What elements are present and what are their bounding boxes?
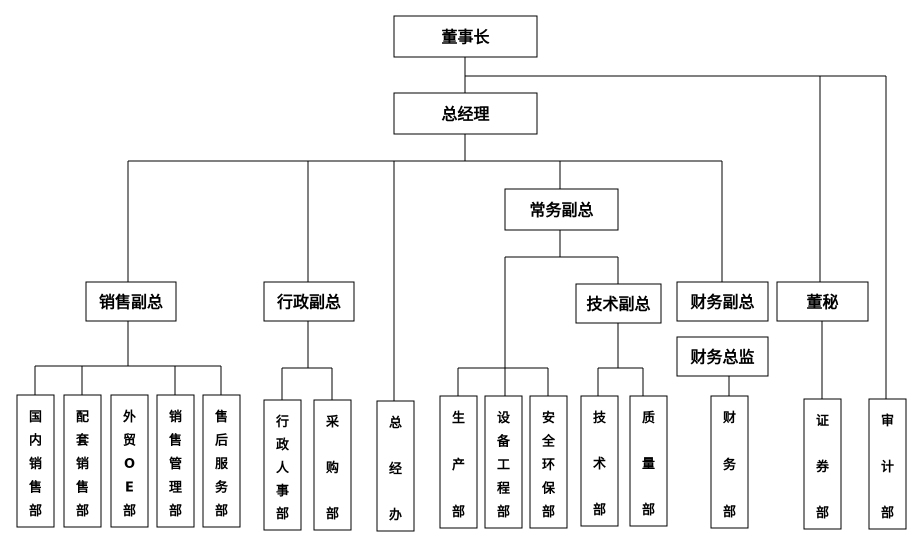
node-audit: 审计部 [868, 398, 907, 530]
node-box [156, 394, 195, 528]
node-label: 财务部 [723, 410, 737, 520]
node-label: 董秘 [806, 293, 838, 312]
node-box [676, 336, 769, 377]
node-finance-director: 财务总监 [676, 336, 769, 377]
node-box [263, 399, 302, 531]
node-sales-vp: 销售副总 [85, 281, 177, 322]
node-box [710, 395, 749, 529]
node-box [575, 283, 662, 324]
node-label: 质量部 [642, 410, 655, 518]
node-procurement: 采购部 [313, 399, 352, 531]
node-box [803, 398, 842, 530]
node-box [393, 15, 538, 58]
node-box [529, 395, 568, 529]
node-general-office: 总经办 [376, 400, 415, 532]
node-box [629, 395, 668, 527]
node-label: 财务总监 [689, 348, 754, 367]
node-box [868, 398, 907, 530]
node-board-secretary: 董秘 [776, 281, 869, 322]
node-box [376, 400, 415, 532]
node-securities: 证券部 [803, 398, 842, 530]
node-label: 董事长 [441, 28, 490, 47]
node-label: 技术部 [592, 410, 607, 518]
node-label: 国内销售部 [29, 410, 42, 519]
node-equipment-engineering: 设备工程部 [484, 395, 523, 529]
node-label: 生产部 [452, 410, 465, 520]
node-label: 行政副总 [276, 293, 341, 312]
node-label: 证券部 [815, 414, 830, 521]
node-tech-vp: 技术副总 [575, 283, 662, 324]
node-box [439, 395, 478, 529]
node-box [202, 394, 241, 528]
node-finance-vp: 财务副总 [676, 281, 769, 322]
connector-lines [34, 57, 887, 401]
node-box [676, 281, 769, 322]
node-box [263, 281, 355, 322]
node-domestic-sales: 国内销售部 [16, 394, 55, 528]
node-label: 销售副总 [99, 293, 163, 312]
node-label: 总经办 [389, 415, 402, 523]
node-box [63, 394, 102, 528]
node-label: 技术副总 [586, 295, 650, 314]
node-box [110, 394, 149, 528]
node-admin-vp: 行政副总 [263, 281, 355, 322]
node-sales-management: 销售管理部 [156, 394, 195, 528]
node-box [16, 394, 55, 528]
node-exec-vp: 常务副总 [504, 188, 619, 231]
node-admin-hr: 行政人事部 [263, 399, 302, 531]
node-finance-dept: 财务部 [710, 395, 749, 529]
node-label: 常务副总 [529, 201, 593, 220]
node-label: 采购部 [325, 414, 340, 522]
node-safety-env: 安全环保部 [529, 395, 568, 529]
node-label: 售后服务部 [215, 409, 229, 519]
node-label: 设备工程部 [496, 411, 511, 520]
node-gm: 总经理 [393, 92, 538, 135]
node-label: 行政人事部 [275, 414, 290, 522]
node-box [313, 399, 352, 531]
node-label: 安全环保部 [541, 410, 556, 520]
node-label: 审计部 [881, 413, 894, 521]
node-technology: 技术部 [580, 395, 619, 527]
node-parts-sales: 配套销售部 [63, 394, 102, 528]
node-after-sales: 售后服务部 [202, 394, 241, 528]
node-box [484, 395, 523, 529]
node-label: 配套销售部 [75, 410, 90, 519]
node-label: 总经理 [441, 105, 489, 124]
node-box [504, 188, 619, 231]
node-box [85, 281, 177, 322]
node-quality: 质量部 [629, 395, 668, 527]
node-box [580, 395, 619, 527]
node-label: 销售管理部 [169, 409, 182, 519]
node-chairman: 董事长 [393, 15, 538, 58]
node-production: 生产部 [439, 395, 478, 529]
node-box [393, 92, 538, 135]
node-label: 财务副总 [689, 293, 754, 312]
node-box [776, 281, 869, 322]
